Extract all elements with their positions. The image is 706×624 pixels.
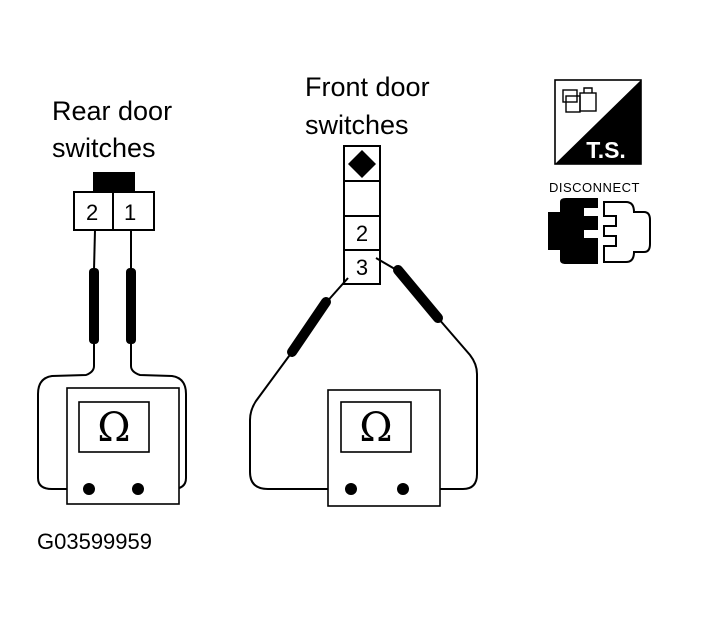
- rear-lead-right: [130, 344, 187, 490]
- front-probe-right: [393, 265, 443, 323]
- rear-meter-terminal-left: [83, 483, 95, 495]
- rear-pin-left-label: 2: [86, 200, 98, 225]
- ts-label: T.S.: [586, 137, 626, 163]
- front-lead-right: [403, 317, 478, 490]
- rear-connector: 2 1: [73, 172, 155, 231]
- rear-probe-left: [89, 268, 99, 344]
- front-probe-left: [287, 297, 331, 357]
- rear-meter-display: [78, 401, 150, 453]
- rear-probe-right: [126, 268, 136, 344]
- rear-title-line2: switches: [52, 133, 156, 163]
- rear-meter-terminal-right: [132, 483, 144, 495]
- figure-code: G03599959: [37, 529, 152, 554]
- rear-probes: [89, 229, 136, 344]
- front-meter-display: [340, 401, 412, 453]
- rear-ohm-symbol: Ω: [97, 405, 130, 451]
- front-connector-diamond-icon: [348, 150, 376, 178]
- rear-title-line1: Rear door: [52, 96, 172, 126]
- front-pin-a-label: 2: [356, 221, 368, 246]
- front-title-line2: switches: [305, 110, 409, 140]
- disconnect-connector-icon: DISCONNECT: [548, 180, 651, 264]
- front-ohm-symbol: Ω: [359, 405, 392, 451]
- front-pin-b-label: 3: [356, 255, 368, 280]
- rear-ohmmeter: Ω: [66, 387, 180, 505]
- front-ohmmeter: Ω: [327, 389, 441, 507]
- front-meter-terminal-left: [345, 483, 357, 495]
- rear-pin-right-label: 1: [124, 200, 136, 225]
- front-probes: [287, 257, 443, 357]
- rear-lead-left: [37, 344, 95, 490]
- front-lead-left: [249, 351, 351, 490]
- front-door-switch-group: Front door switches 2 3 Ω: [249, 72, 478, 507]
- rear-door-switch-group: Rear door switches 2 1 Ω: [37, 96, 187, 505]
- front-meter-terminal-right: [397, 483, 409, 495]
- disconnect-label: DISCONNECT: [549, 180, 640, 195]
- front-connector: 2 3: [343, 145, 381, 285]
- front-title-line1: Front door: [305, 72, 430, 102]
- ts-connector-icon: T.S.: [554, 79, 642, 165]
